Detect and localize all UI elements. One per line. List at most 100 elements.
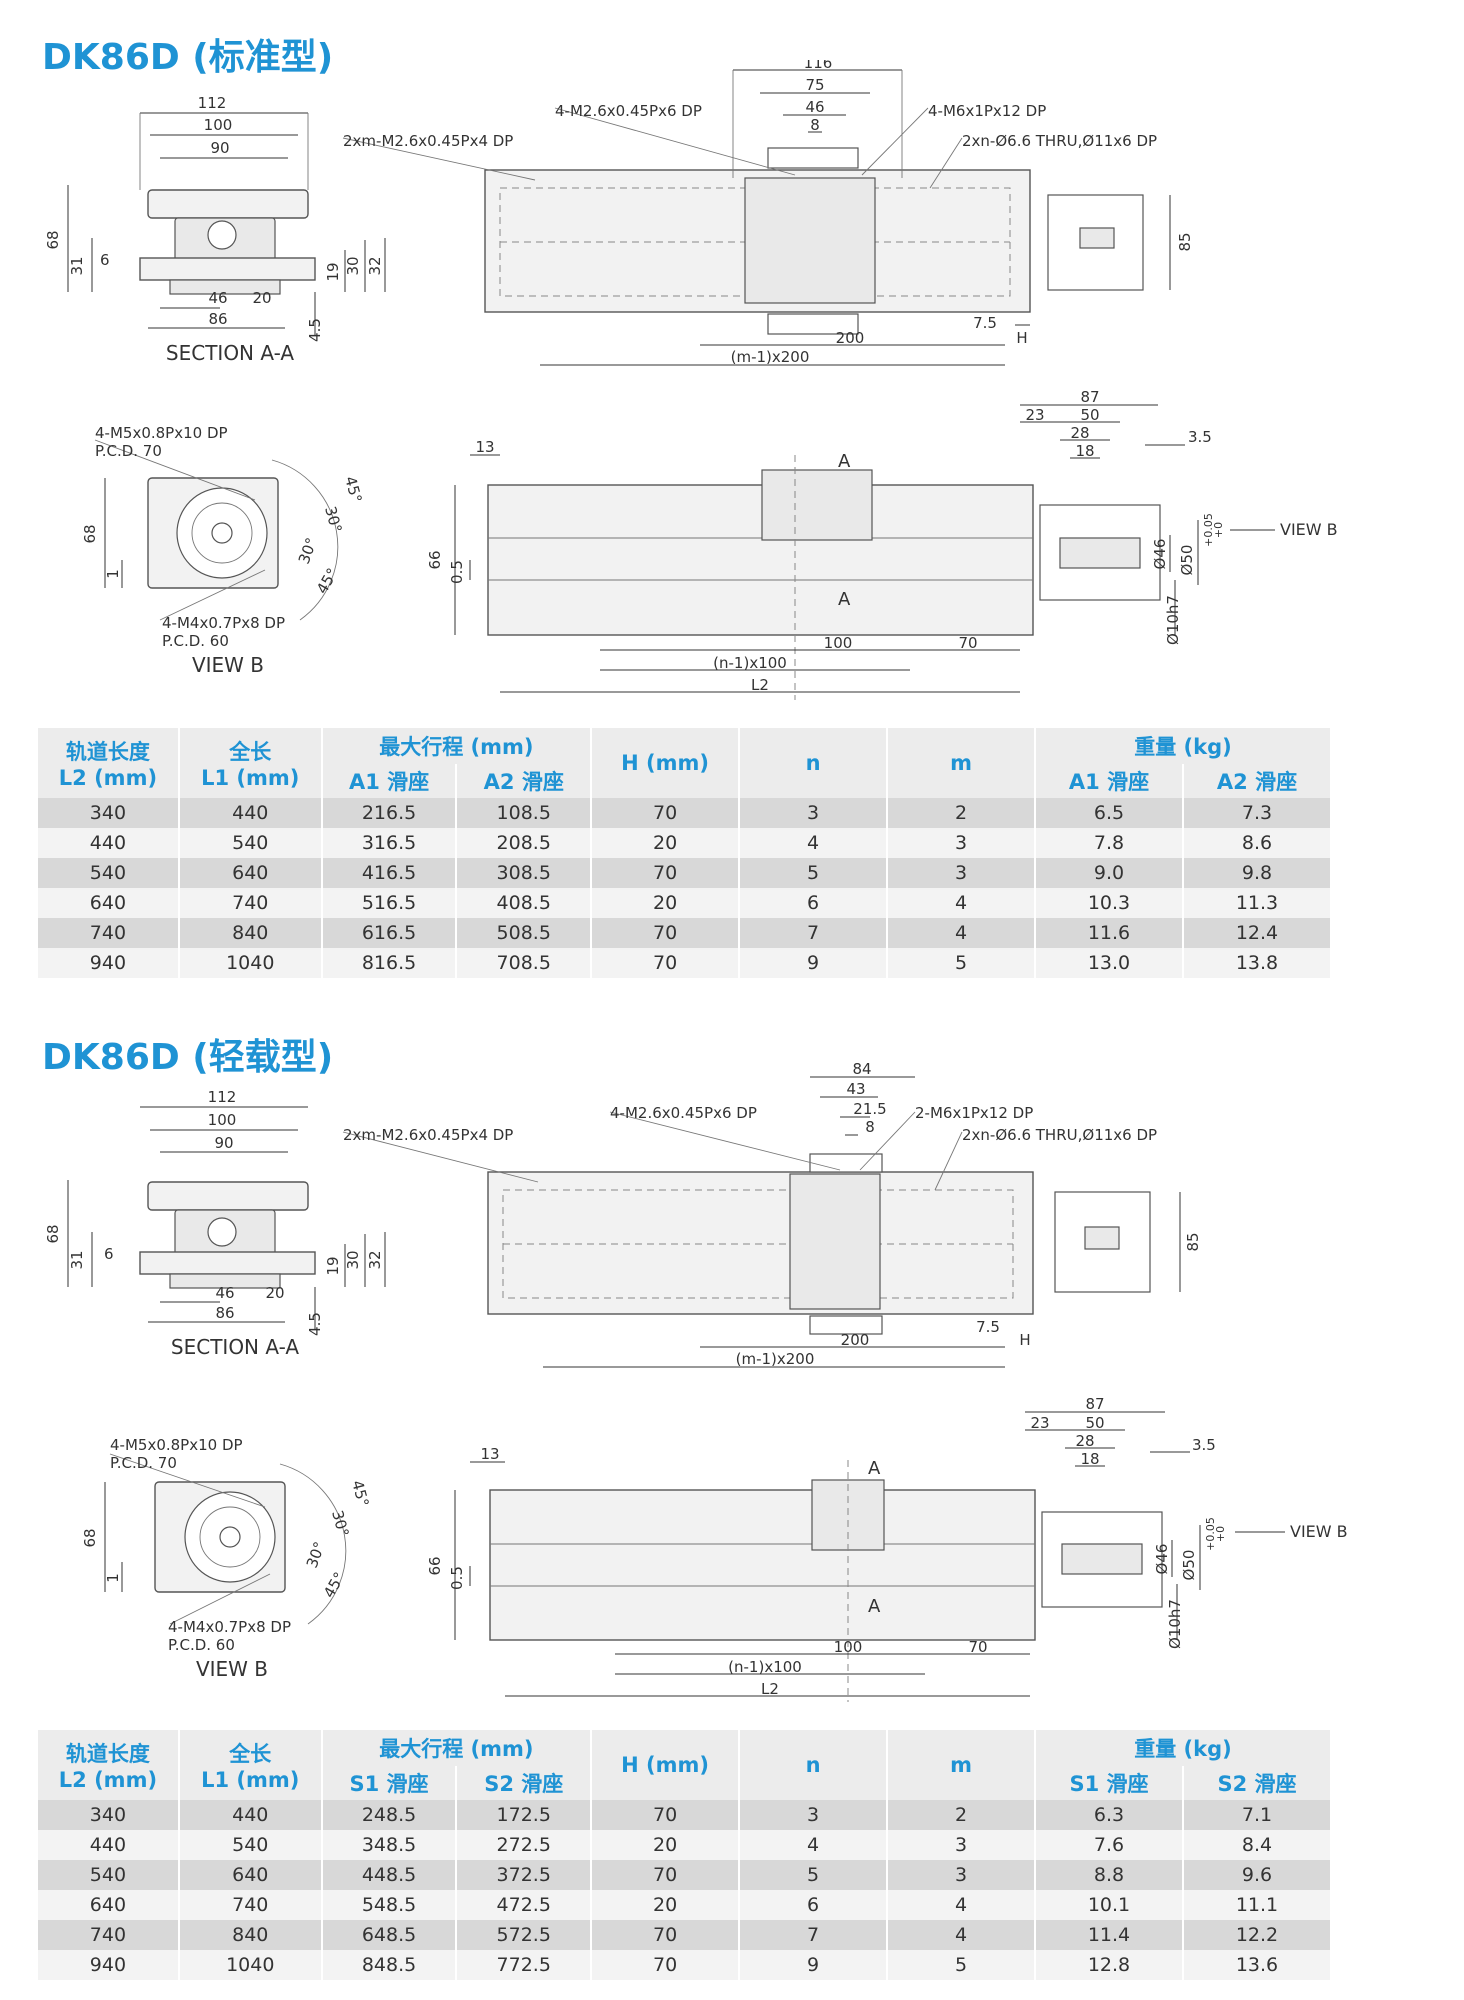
col-n: n — [739, 1730, 889, 1800]
col-weight: 重量 (kg) — [1035, 728, 1332, 764]
dim-tol-upper: +0.05 — [1202, 513, 1215, 547]
col-stroke-s2: S2 滑座 — [456, 1766, 593, 1800]
dim-l2: L2 — [761, 1680, 779, 1698]
dim-6: 6 — [104, 1245, 114, 1263]
dim-d46: Ø46 — [1151, 539, 1169, 570]
note-m2-6-holes: 4-M2.6x0.45Px6 DP — [555, 102, 702, 120]
dim-112: 112 — [198, 94, 227, 112]
col-m: m — [887, 1730, 1036, 1800]
angle-45-top: 45° — [341, 474, 365, 504]
section-mark-bottom: A — [838, 589, 851, 610]
dim-100-side: 100 — [834, 1638, 863, 1656]
dim-31: 31 — [68, 1250, 86, 1269]
dim-86: 86 — [215, 1304, 234, 1322]
dim-112: 112 — [208, 1088, 237, 1106]
dim-0-5: 0.5 — [448, 1566, 466, 1590]
section-a-a-label: SECTION A-A — [166, 341, 294, 365]
dim-h: H — [1019, 1331, 1030, 1349]
dim-21-5: 21.5 — [853, 1100, 886, 1118]
col-stroke-a2: A2 滑座 — [456, 764, 593, 798]
dim-3-5: 3.5 — [1192, 1436, 1216, 1454]
side-view: 13 87 23 50 28 18 3.5 66 0.5 Ø46 Ø50 +0.… — [426, 388, 1338, 700]
view-b-label: VIEW B — [192, 653, 264, 677]
angle-45-bottom: 45° — [313, 565, 342, 597]
dim-l2: L2 — [751, 676, 769, 694]
section-a-a-view: 112 100 90 68 31 6 46 20 86 4.5 19 30 32… — [44, 94, 386, 365]
dim-86: 86 — [208, 310, 227, 328]
dim-n-1-x100: (n-1)x100 — [728, 1658, 802, 1676]
dim-8: 8 — [865, 1118, 875, 1136]
dim-l1: L1 — [811, 698, 829, 700]
section-title-standard: DK86D (标准型) — [42, 37, 334, 78]
note-pcd-70: P.C.D. 70 — [95, 442, 162, 460]
dim-7-5: 7.5 — [973, 314, 997, 332]
top-view: 116 75 46 8 4-M2.6x0.45Px6 DP 4-M6x1Px12… — [342, 60, 1194, 366]
dim-46: 46 — [215, 1284, 234, 1302]
note-2xm-holes: 2xm-M2.6x0.45Px4 DP — [343, 1126, 513, 1144]
dim-n-1-x100: (n-1)x100 — [713, 654, 787, 672]
dim-d10h7: Ø10h7 — [1166, 1599, 1184, 1649]
dim-13: 13 — [475, 438, 494, 456]
angle-30-bottom: 30° — [303, 1539, 329, 1570]
col-weight-s2: S2 滑座 — [1182, 1766, 1333, 1800]
view-b: 4-M5x0.8Px10 DP P.C.D. 70 45° 30° 30° 45… — [81, 424, 365, 677]
dim-85: 85 — [1176, 232, 1194, 251]
dim-31: 31 — [68, 256, 86, 275]
col-max-stroke: 最大行程 (mm) — [321, 1730, 593, 1766]
dim-28: 28 — [1070, 424, 1089, 442]
dim-6: 6 — [100, 251, 110, 269]
dim-18: 18 — [1075, 442, 1094, 460]
dim-32: 32 — [366, 256, 384, 275]
dim-30: 30 — [344, 256, 362, 275]
top-view: 84 43 21.5 8 4-M2.6x0.45Px6 DP 2-M6x1Px1… — [342, 1062, 1202, 1368]
dim-28: 28 — [1075, 1432, 1094, 1450]
dim-m-1-x200: (m-1)x200 — [731, 348, 810, 366]
dim-50: 50 — [1085, 1414, 1104, 1432]
col-max-stroke: 最大行程 (mm) — [321, 728, 593, 764]
dim-tol-upper: +0.05 — [1204, 1517, 1217, 1551]
dim-m-1-x200: (m-1)x200 — [736, 1350, 815, 1368]
dim-200: 200 — [836, 329, 865, 347]
dim-20: 20 — [252, 289, 271, 307]
view-b-label: VIEW B — [196, 1657, 268, 1681]
angle-45-top: 45° — [348, 1478, 372, 1508]
dim-19: 19 — [324, 262, 342, 281]
dim-116: 116 — [804, 60, 833, 72]
dim-tol-lower: +0 — [1212, 522, 1225, 538]
col-n: n — [739, 728, 889, 798]
note-m4-holes: 4-M4x0.7Px8 DP — [168, 1618, 291, 1636]
dim-84: 84 — [852, 1062, 871, 1078]
col-stroke-a1: A1 滑座 — [321, 764, 458, 798]
col-weight-a2: A2 滑座 — [1182, 764, 1333, 798]
dim-h: H — [1016, 329, 1027, 347]
section-mark-top: A — [838, 451, 851, 472]
dim-d10h7: Ø10h7 — [1164, 595, 1182, 645]
technical-drawing-light: 112 100 90 68 31 6 46 20 86 4.5 19 30 32… — [44, 1062, 1348, 1702]
note-m4-holes: 4-M4x0.7Px8 DP — [162, 614, 285, 632]
dim-50: 50 — [1080, 406, 1099, 424]
section-mark-bottom: A — [868, 1596, 881, 1617]
note-2xn-holes: 2xn-Ø6.6 THRU,Ø11x6 DP — [962, 132, 1157, 150]
dim-30: 30 — [344, 1250, 362, 1269]
dim-70-side: 70 — [968, 1638, 987, 1656]
dim-46-top: 46 — [805, 98, 824, 116]
dim-90: 90 — [210, 139, 229, 157]
dim-200: 200 — [841, 1331, 870, 1349]
note-pcd-70: P.C.D. 70 — [110, 1454, 177, 1472]
note-m5-holes: 4-M5x0.8Px10 DP — [110, 1436, 243, 1454]
